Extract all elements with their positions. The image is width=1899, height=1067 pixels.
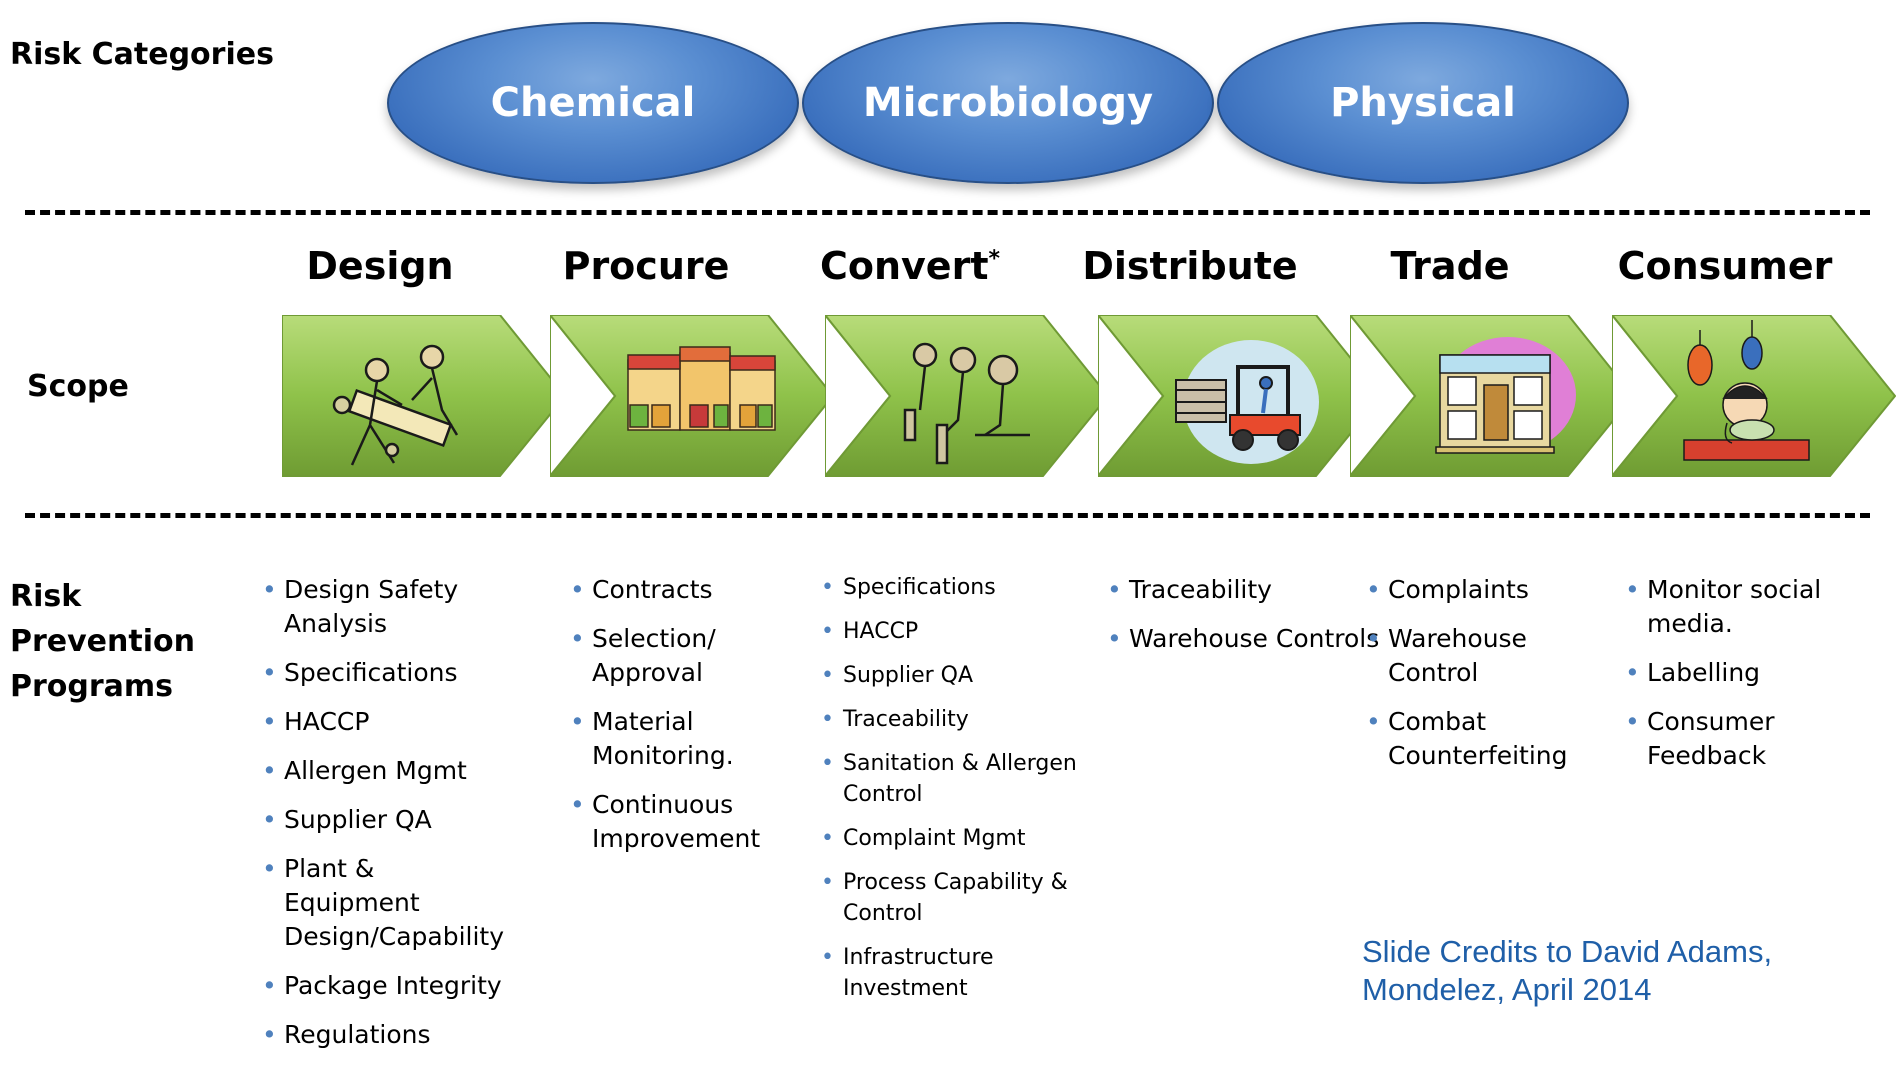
stage-title-procure: Procure: [521, 244, 771, 288]
chevron-distribute: [1098, 315, 1382, 477]
scientists-illustration-icon: [332, 344, 459, 466]
stage-title-text: Consumer: [1617, 244, 1833, 288]
list-item: Specifications: [821, 572, 1121, 603]
separator-bottom: [25, 513, 1870, 518]
list-item: Combat Counterfeiting: [1366, 705, 1578, 773]
list-item: Traceability: [821, 704, 1121, 735]
list-item: Specifications: [262, 656, 562, 690]
scope-label: Scope: [27, 369, 129, 404]
market-stalls-icon: [627, 346, 776, 431]
list-item: Complaints: [1366, 573, 1596, 607]
list-item: Material Monitoring.: [570, 705, 752, 773]
list-item: HACCP: [262, 705, 562, 739]
stage-title-distribute: Distribute: [1065, 244, 1315, 288]
stage-title-text: Convert: [819, 244, 989, 288]
stage-title-trade: Trade: [1325, 244, 1575, 288]
forklift-icon: [1175, 340, 1319, 464]
programs-trade-list: Complaints Warehouse Control Combat Coun…: [1366, 573, 1596, 788]
list-item: Plant & Equipment Design/Capability: [262, 852, 509, 954]
list-item: Infrastructure Investment: [821, 942, 1121, 1004]
stage-title-text: Design: [306, 244, 454, 288]
risk-prevention-programs-label: Risk Prevention Programs: [10, 574, 195, 709]
programs-design-list: Design Safety Analysis Specifications HA…: [262, 573, 562, 1067]
list-item: Consumer Feedback: [1625, 705, 1797, 773]
person-eating-icon: [1683, 320, 1810, 461]
list-item: Regulations: [262, 1018, 562, 1052]
chevron-convert: [825, 315, 1109, 477]
list-item: Continuous Improvement: [570, 788, 762, 856]
list-item: Selection/ Approval: [570, 622, 732, 690]
credits-line-1: Slide Credits to David Adams,: [1362, 934, 1773, 969]
separator-top: [25, 210, 1870, 215]
stage-title-consumer: Consumer: [1600, 244, 1850, 288]
chevron-procure: [550, 315, 834, 477]
list-item: Supplier QA: [821, 660, 1121, 691]
list-item: Sanitation & Allergen Control: [821, 748, 1083, 810]
category-microbiology: Microbiology: [802, 22, 1214, 184]
list-item: Complaint Mgmt: [821, 823, 1121, 854]
programs-convert-list: Specifications HACCP Supplier QA Traceab…: [821, 572, 1121, 1017]
list-item: Process Capability & Control: [821, 867, 1073, 929]
list-item: Supplier QA: [262, 803, 562, 837]
chevron-consumer: [1612, 315, 1896, 477]
list-item: Labelling: [1625, 656, 1855, 690]
list-item: Contracts: [570, 573, 770, 607]
stage-title-design: Design: [255, 244, 505, 288]
risk-label-line-3: Programs: [10, 669, 174, 704]
chevron-trade: [1350, 315, 1634, 477]
list-item: HACCP: [821, 616, 1121, 647]
list-item: Warehouse Control: [1366, 622, 1548, 690]
stage-title-text: Distribute: [1082, 244, 1298, 288]
shop-front-icon: [1435, 337, 1576, 454]
slide-credits: Slide Credits to David Adams, Mondelez, …: [1362, 933, 1882, 1009]
category-physical: Physical: [1217, 22, 1629, 184]
chevron-design: [282, 315, 566, 477]
risk-label-line-1: Risk: [10, 579, 82, 614]
convert-footnote-mark: *: [988, 246, 1000, 272]
list-item: Design Safety Analysis: [262, 573, 562, 641]
category-chemical: Chemical: [387, 22, 799, 184]
programs-procure-list: Contracts Selection/ Approval Material M…: [570, 573, 770, 871]
list-item: Monitor social media.: [1625, 573, 1857, 641]
stage-title-convert: Convert*: [785, 244, 1035, 288]
stage-title-text: Trade: [1390, 244, 1510, 288]
workers-illustration-icon: [903, 342, 1030, 465]
list-item: Allergen Mgmt: [262, 754, 562, 788]
credits-line-2: Mondelez, April 2014: [1362, 972, 1652, 1007]
stage-title-text: Procure: [562, 244, 730, 288]
list-item: Traceability: [1107, 573, 1397, 607]
risk-categories-label: Risk Categories: [10, 37, 274, 72]
risk-label-line-2: Prevention: [10, 624, 195, 659]
list-item: Package Integrity: [262, 969, 562, 1003]
programs-consumer-list: Monitor social media. Labelling Consumer…: [1625, 573, 1855, 788]
list-item: Warehouse Controls: [1107, 622, 1397, 656]
programs-distribute-list: Traceability Warehouse Controls: [1107, 573, 1397, 671]
